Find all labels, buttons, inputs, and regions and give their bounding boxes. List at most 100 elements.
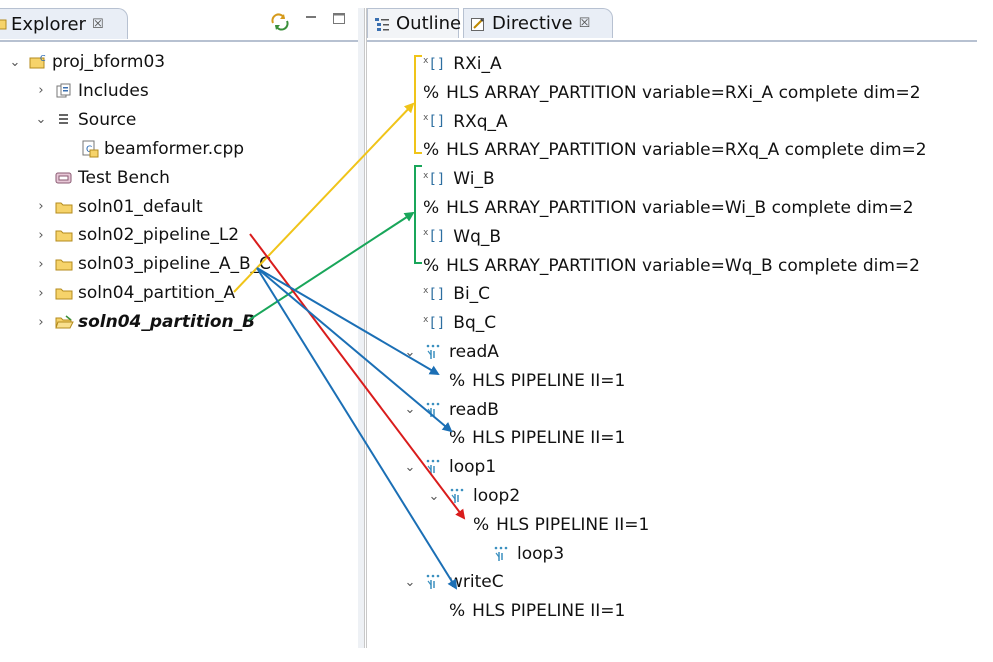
tab-underline — [367, 40, 977, 42]
panel-sash[interactable] — [358, 8, 365, 648]
directive-variable[interactable]: x[] Wi_B — [423, 165, 495, 193]
directive-loop[interactable]: ⌄loop2 — [427, 482, 521, 510]
tab-outline[interactable]: Outline — [367, 8, 461, 38]
directive-label: HLS ARRAY_PARTITION variable=RXq_A compl… — [446, 140, 927, 161]
directive-label: HLS ARRAY_PARTITION variable=Wq_B comple… — [446, 255, 920, 276]
collapse-icon[interactable]: ⌄ — [35, 112, 47, 128]
tree-item[interactable]: ›soln04_partition_B — [34, 308, 255, 336]
minimize-icon[interactable] — [304, 11, 318, 29]
pragma-icon: % — [423, 82, 440, 103]
tree-item[interactable]: ⌄Source — [34, 106, 137, 134]
collapse-icon[interactable]: ⌄ — [404, 459, 416, 475]
directive-pragma[interactable]: %HLS PIPELINE II=1 — [449, 424, 625, 452]
directive-label: HLS PIPELINE II=1 — [472, 601, 626, 622]
directive-loop[interactable]: ⌄writeC — [403, 568, 504, 596]
directive-loop[interactable]: ⌄ readB — [403, 396, 499, 424]
variable-icon: x[] — [423, 170, 446, 188]
tab-underline — [0, 40, 358, 42]
tree-item[interactable]: › soln02_pipeline_L2 — [34, 221, 239, 249]
pragma-icon: % — [423, 255, 440, 276]
explorer-tab[interactable]: Explorer ☒ — [0, 8, 128, 39]
svg-text:C: C — [40, 54, 46, 63]
tree-item[interactable]: Test Bench — [34, 164, 170, 192]
collapse-icon[interactable]: ⌄ — [428, 488, 440, 504]
loop-icon — [425, 573, 441, 591]
pragma-icon: % — [449, 428, 466, 449]
directive-pragma[interactable]: %HLS PIPELINE II=1 — [449, 367, 625, 395]
folder-icon — [54, 285, 74, 301]
close-icon[interactable]: ☒ — [578, 16, 591, 31]
collapse-icon[interactable]: ⌄ — [9, 54, 21, 70]
loop-icon — [425, 458, 441, 476]
directive-label: readA — [449, 342, 499, 362]
variable-icon: x[] — [423, 314, 446, 332]
tree-item[interactable]: › soln01_default — [34, 193, 203, 221]
expand-icon[interactable]: › — [38, 83, 44, 99]
tab-directive[interactable]: Directive ☒ — [463, 8, 613, 38]
tree-item-label: proj_bform03 — [52, 52, 166, 72]
directive-label: RXi_A — [453, 54, 502, 74]
pragma-icon: % — [449, 601, 466, 622]
pragma-icon: % — [449, 370, 466, 391]
tree-item[interactable]: ›soln04_partition_A — [34, 279, 235, 307]
tree-item-label: soln02_pipeline_L2 — [78, 225, 240, 246]
close-icon[interactable]: ☒ — [91, 16, 104, 32]
loop-icon — [425, 343, 441, 361]
svg-text:C: C — [86, 145, 92, 155]
explorer-view-icon — [0, 17, 7, 31]
loop-icon — [425, 401, 441, 419]
expand-icon[interactable]: › — [38, 227, 44, 243]
expand-icon[interactable]: › — [38, 314, 44, 330]
collapse-icon[interactable]: ⌄ — [404, 402, 416, 418]
folder-icon — [54, 199, 74, 215]
expand-icon[interactable]: › — [38, 285, 44, 301]
test-bench-icon — [54, 170, 74, 186]
tree-item-label: beamformer.cpp — [104, 138, 245, 159]
directive-pragma[interactable]: % HLS PIPELINE II=1 — [449, 597, 625, 625]
loop-icon — [449, 487, 465, 505]
directive-variable[interactable]: x[]RXq_A — [423, 108, 508, 136]
directive-pragma[interactable]: % HLS ARRAY_PARTITION variable=RXi_A comp… — [423, 79, 921, 107]
cpp-file-icon: C — [80, 140, 100, 158]
directive-panel: Outline Directive ☒ x[]RXi_A%HLS ARRAY_P… — [366, 8, 977, 648]
pragma-icon: % — [473, 514, 490, 535]
tree-item[interactable]: ›Includes — [34, 77, 148, 105]
pragma-icon: % — [423, 198, 440, 218]
directive-loop[interactable]: loop3 — [471, 540, 564, 568]
expand-icon[interactable]: › — [38, 199, 44, 214]
directive-label: Wq_B — [453, 226, 502, 247]
loop-icon — [493, 545, 509, 563]
directive-pragma[interactable]: %HLS ARRAY_PARTITION variable=RXq_A comp… — [423, 136, 927, 164]
sync-icon[interactable] — [270, 13, 290, 35]
expand-icon[interactable]: › — [38, 256, 44, 272]
tree-item-label: soln01_default — [78, 196, 203, 217]
maximize-icon[interactable] — [332, 12, 346, 30]
outline-icon — [374, 16, 390, 32]
directive-variable[interactable]: x[]RXi_A — [423, 50, 502, 78]
directive-tab-label: Directive — [492, 13, 573, 34]
directive-label: Wi_B — [453, 169, 495, 190]
directive-loop[interactable]: ⌄ readA — [403, 338, 499, 366]
directive-label: HLS ARRAY_PARTITION variable=RXi_A compl… — [446, 82, 921, 103]
directive-label: loop1 — [449, 457, 497, 478]
directive-label: HLS ARRAY_PARTITION variable=Wi_B comple… — [446, 198, 914, 218]
directive-label: readB — [449, 399, 499, 420]
directive-loop[interactable]: ⌄ loop1 — [403, 453, 497, 481]
directive-pragma[interactable]: % HLS ARRAY_PARTITION variable=Wi_B compl… — [423, 194, 914, 222]
directive-pragma[interactable]: % HLS ARRAY_PARTITION variable=Wq_B compl… — [423, 252, 920, 280]
tree-item[interactable]: ›soln03_pipeline_A_B_C — [34, 250, 271, 278]
collapse-icon[interactable]: ⌄ — [404, 344, 416, 360]
includes-icon — [54, 83, 74, 99]
directive-variable[interactable]: x[]Wq_B — [423, 223, 501, 251]
collapse-icon[interactable]: ⌄ — [404, 574, 416, 590]
directive-label: Bq_C — [453, 313, 497, 334]
directive-label: RXq_A — [453, 111, 508, 132]
directive-variable[interactable]: x[] Bq_C — [423, 309, 496, 337]
directive-label: Bi_C — [453, 284, 491, 305]
explorer-tab-label: Explorer — [11, 13, 86, 35]
directive-pragma[interactable]: %HLS PIPELINE II=1 — [473, 511, 649, 539]
directive-variable[interactable]: x[]Bi_C — [423, 280, 490, 308]
